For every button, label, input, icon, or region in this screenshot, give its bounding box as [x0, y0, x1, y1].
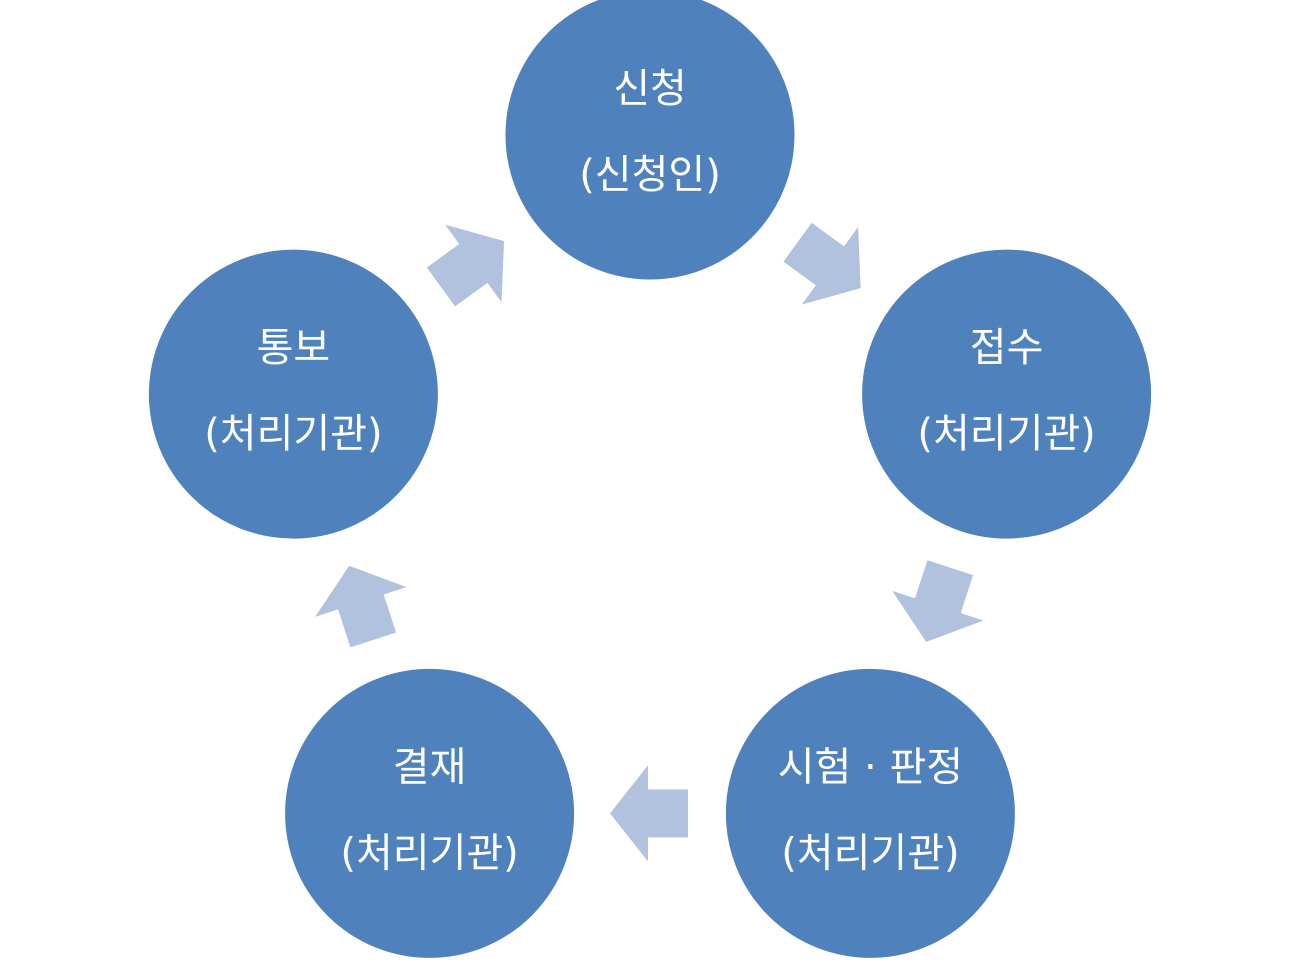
node-title-reception: 접수	[970, 325, 1044, 371]
node-subtitle-approval: (처리기관)	[340, 830, 518, 876]
arrow-shape	[610, 765, 688, 862]
flow-arrow-reception-to-test-judgment	[892, 560, 984, 642]
node-test-judgment: 시험 · 판정 (처리기관)	[722, 665, 1018, 961]
node-approval: 결재 (처리기관)	[282, 665, 578, 961]
flow-arrows	[315, 222, 984, 862]
arrow-shape	[426, 224, 505, 307]
node-subtitle-test-judgment: (처리기관)	[781, 830, 959, 876]
node-circle-reception	[859, 246, 1155, 542]
node-application: 신청 (신청인)	[502, 0, 798, 283]
arrow-shape	[783, 222, 861, 305]
node-circle-test-judgment	[722, 665, 1018, 961]
flow-arrow-test-judgment-to-approval	[610, 765, 688, 862]
node-subtitle-notification: (처리기관)	[204, 411, 382, 457]
flow-arrow-application-to-reception	[783, 222, 861, 305]
node-subtitle-application: (신청인)	[579, 152, 721, 198]
node-title-test-judgment: 시험 · 판정	[778, 744, 963, 790]
node-title-application: 신청	[613, 66, 687, 112]
node-circle-notification	[145, 246, 441, 542]
node-reception: 접수 (처리기관)	[859, 246, 1155, 542]
arrow-shape	[315, 565, 407, 648]
node-subtitle-reception: (처리기관)	[917, 411, 1095, 457]
node-circle-application	[502, 0, 798, 283]
flow-arrow-approval-to-notification	[315, 565, 407, 648]
flow-arrow-notification-to-application	[426, 224, 505, 307]
arrow-shape	[892, 560, 984, 642]
node-circle-approval	[282, 665, 578, 961]
node-title-notification: 통보	[257, 325, 331, 371]
node-notification: 통보 (처리기관)	[145, 246, 441, 542]
process-nodes: 신청 (신청인) 접수 (처리기관) 시험 · 판정 (처리기관) 결재 (처리기관) 통보 (처…	[145, 0, 1155, 961]
node-title-approval: 결재	[393, 744, 467, 790]
